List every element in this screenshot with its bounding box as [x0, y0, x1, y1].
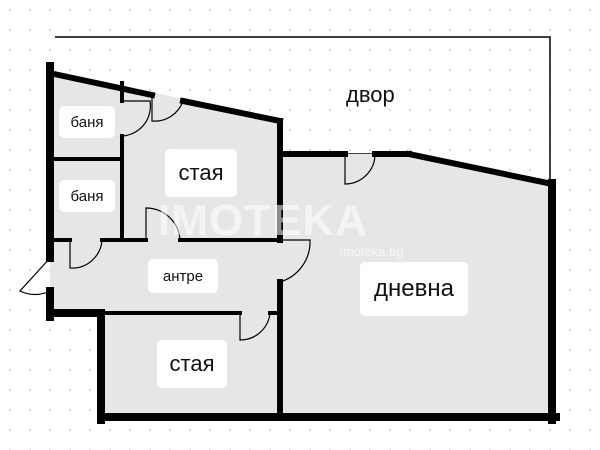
door-yard	[344, 153, 376, 185]
doors	[19, 95, 376, 341]
hall-label: антре	[148, 259, 218, 293]
watermark-url: imoteka.bg	[340, 244, 404, 259]
door-living	[279, 239, 311, 283]
door-room-top-hall	[145, 207, 181, 241]
exterior-walls	[46, 62, 560, 424]
room-bottom-label: стая	[157, 340, 227, 388]
door-entrance	[19, 257, 51, 296]
living-room-label: дневна	[360, 262, 468, 316]
bath-bottom-label: баня	[59, 180, 115, 212]
bath-top-label: баня	[59, 106, 115, 138]
door-bath-bottom	[69, 239, 103, 269]
watermark-brand: IMOTEKA	[158, 196, 368, 245]
yard-label: двор	[346, 82, 395, 107]
door-room-top	[151, 95, 184, 122]
room-top-label: стая	[165, 149, 237, 197]
interior-walls	[52, 81, 283, 420]
door-bath-top	[121, 100, 152, 137]
door-room-bottom	[239, 312, 271, 341]
